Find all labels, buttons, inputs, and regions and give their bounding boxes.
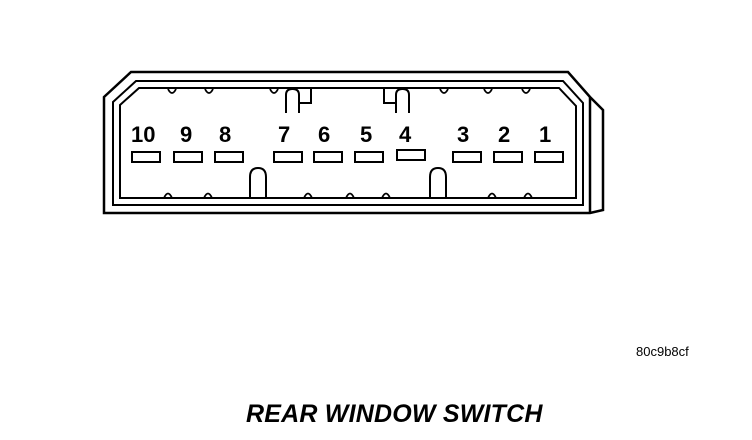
pin-number: 3 [457, 122, 469, 147]
pin-slot-4 [396, 149, 426, 161]
pin-slot-8 [214, 151, 244, 163]
reference-code: 80c9b8cf [636, 344, 689, 359]
pin-number: 8 [219, 122, 231, 147]
top-latch-bumps [167, 88, 531, 94]
bottom-key-left [249, 166, 267, 198]
pin-number: 4 [399, 122, 412, 147]
pin-slot-3 [452, 151, 482, 163]
pin-slot-2 [493, 151, 523, 163]
pin-slot-9 [173, 151, 203, 163]
pin-number: 1 [539, 122, 551, 147]
pin-number: 2 [498, 122, 510, 147]
connector-housing-outline [102, 70, 605, 215]
pin-slot-6 [313, 151, 343, 163]
top-key-left [285, 88, 312, 113]
top-key-right [383, 88, 410, 113]
bottom-key-right [429, 166, 447, 198]
pin-number-labels: 10 9 8 7 6 5 4 3 2 1 [131, 122, 551, 147]
pin-number: 6 [318, 122, 330, 147]
pin-number: 9 [180, 122, 192, 147]
connector-inner-wall-inner [119, 87, 577, 199]
pin-slot-10 [131, 151, 161, 163]
pin-slots [131, 149, 564, 163]
connector-inner-wall-outer [112, 80, 584, 206]
pin-number: 7 [278, 122, 290, 147]
pin-number: 10 [131, 122, 155, 147]
bottom-latch-bumps [163, 192, 533, 199]
pin-slot-7 [273, 151, 303, 163]
diagram-caption: REAR WINDOW SWITCH [246, 400, 543, 428]
pin-number: 5 [360, 122, 372, 147]
pin-slot-5 [354, 151, 384, 163]
pin-slot-1 [534, 151, 564, 163]
